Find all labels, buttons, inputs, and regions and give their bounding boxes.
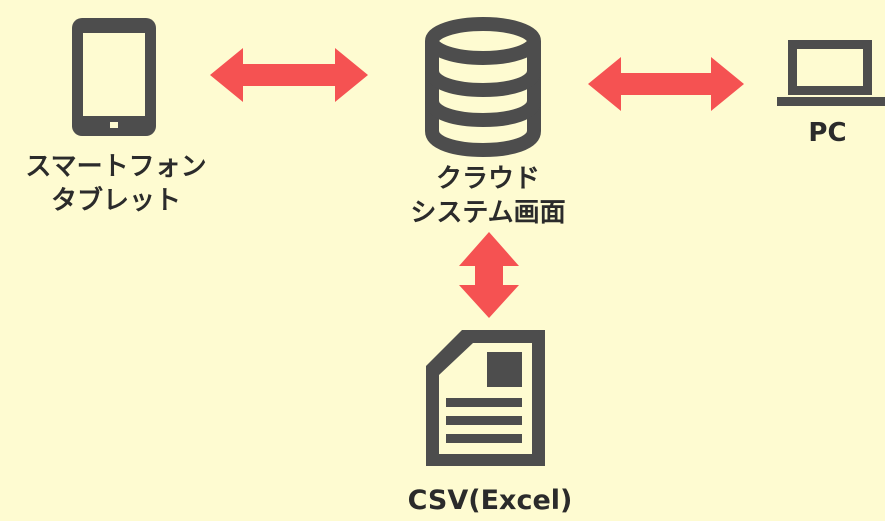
database-icon — [425, 17, 541, 158]
cloud-label-line2: システム画面 — [410, 198, 566, 228]
cloud-label-line1: クラウド — [435, 164, 540, 194]
laptop-icon — [777, 40, 885, 106]
arrow-smartphone-cloud — [210, 48, 368, 102]
document-icon — [426, 330, 545, 466]
smartphone-tablet-label: スマートフォン タブレット — [0, 150, 232, 218]
smartphone-label-line1: スマートフォン — [25, 152, 207, 182]
pc-label-line1: PC — [808, 118, 847, 148]
csv-label-line1: CSV(Excel) — [407, 485, 573, 516]
cloud-system-label: クラウド システム画面 — [388, 162, 588, 230]
arrow-cloud-csv — [459, 232, 519, 318]
pc-label: PC — [770, 116, 885, 150]
arrow-cloud-pc — [588, 57, 744, 111]
tablet-icon — [72, 18, 156, 136]
smartphone-label-line2: タブレット — [50, 186, 181, 216]
csv-label: CSV(Excel) — [370, 484, 610, 518]
